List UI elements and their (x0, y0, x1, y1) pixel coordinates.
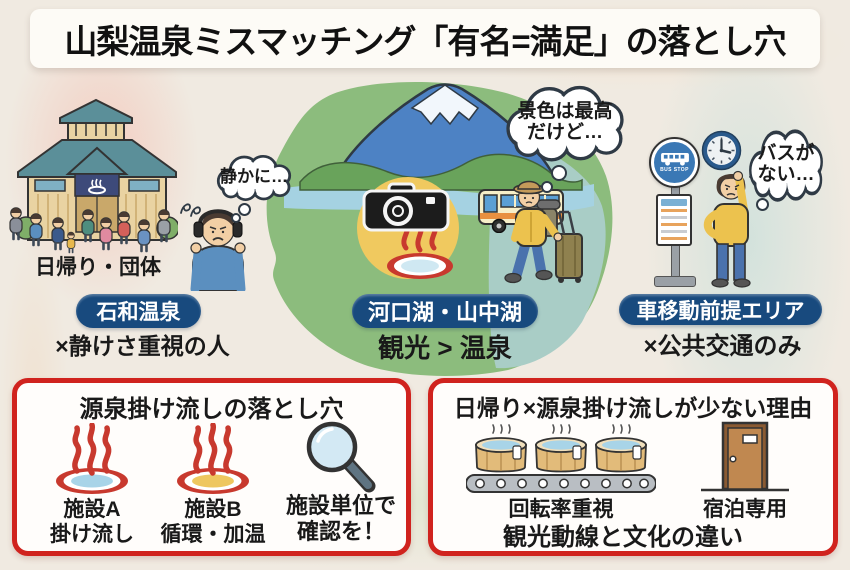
timetable-header (661, 199, 687, 206)
door-icon (701, 421, 789, 492)
foothills (299, 153, 583, 191)
bus-timetable-board (656, 194, 692, 246)
facility-b-label: 施設B 循環・加温 (160, 498, 266, 547)
conveyor-tubs-icon (466, 424, 656, 493)
wooden-tub-icon (475, 424, 647, 473)
isawa-warning: ×静けさ重視の人 (55, 333, 230, 359)
facility-a-label: 施設A 掛け流し (50, 498, 134, 547)
camera-icon (362, 182, 450, 232)
bus-stop-sign: BUS STOP (649, 137, 700, 188)
comparison-text: 観光 > 温泉 (378, 332, 512, 363)
bubble-tail (231, 213, 241, 223)
badge-car-area: 車移動前提エリア (619, 294, 822, 325)
bubble-tail (238, 203, 251, 216)
pitfall-panel-title: 源泉掛け流しの落とし穴 (79, 395, 344, 423)
bubble-tail (551, 165, 567, 181)
bus-glyph-icon (660, 152, 689, 166)
pitfall-panel: 源泉掛け流しの落とし穴 (12, 378, 411, 556)
bus-stop-sign-label: BUS STOP (660, 166, 689, 173)
isawa-caption: 日帰り・団体 (35, 256, 161, 279)
bubble-quiet-text: 静かに… (220, 167, 288, 187)
cloud-shape (506, 85, 624, 162)
hiker-illustration (504, 180, 583, 284)
car-area-warning: ×公共交通のみ (643, 332, 802, 360)
clock-icon (701, 130, 742, 171)
magnifier-icon (306, 421, 376, 493)
onsen-flow-icon (56, 423, 128, 494)
page-title: 山梨温泉ミスマッチング「有名=満足」の落とし穴 (64, 22, 786, 60)
title-banner: 山梨温泉ミスマッチング「有名=満足」の落とし穴 (30, 9, 820, 68)
reason-panel-title: 日帰り×源泉掛け流しが少ない理由 (453, 395, 813, 421)
badge-kawaguchiko-yamanakako: 河口湖・山中湖 (352, 294, 538, 328)
thought-bubble-scenery: 景色は最高 だけど… (498, 82, 632, 162)
bubble-scenery-line1: 景色は最高 (517, 100, 613, 122)
onsen-building-illustration (16, 98, 178, 241)
cloud-shape (749, 129, 823, 202)
thought-bubble-no-bus: バスが ない… (744, 126, 828, 202)
cloud-shape (216, 155, 292, 201)
bubble-no-bus-line2: ない… (757, 164, 815, 185)
bubble-scenery-line2: だけど… (526, 122, 603, 143)
reason-panel-footer: 観光動線と文化の違い (503, 523, 743, 551)
fuji-snow-cap (410, 84, 480, 126)
bus-stop-base (654, 276, 696, 287)
lodging-only-label: 宿泊専用 (703, 498, 787, 521)
bus-stop-sign-face: BUS STOP (654, 142, 695, 183)
badge-isawa-onsen: 石和温泉 (76, 294, 201, 328)
onsen-recirculated-icon (177, 423, 249, 494)
bubble-tail (541, 181, 553, 193)
thought-bubble-quiet: 静かに… (212, 153, 296, 201)
reason-panel: 日帰り×源泉掛け流しが少ない理由 (428, 378, 838, 556)
turnover-label: 回転率重視 (508, 498, 614, 521)
timetable-rows (661, 209, 687, 241)
check-per-facility-label: 施設単位で 確認を！ (285, 493, 396, 545)
crowd-illustration (9, 207, 171, 254)
bubble-no-bus-line1: バスが (757, 142, 815, 164)
confused-person-illustration (703, 170, 751, 288)
headphones-person-illustration (190, 209, 246, 291)
bubble-tail (756, 198, 769, 211)
annoyance-squiggle-icon (180, 203, 201, 217)
